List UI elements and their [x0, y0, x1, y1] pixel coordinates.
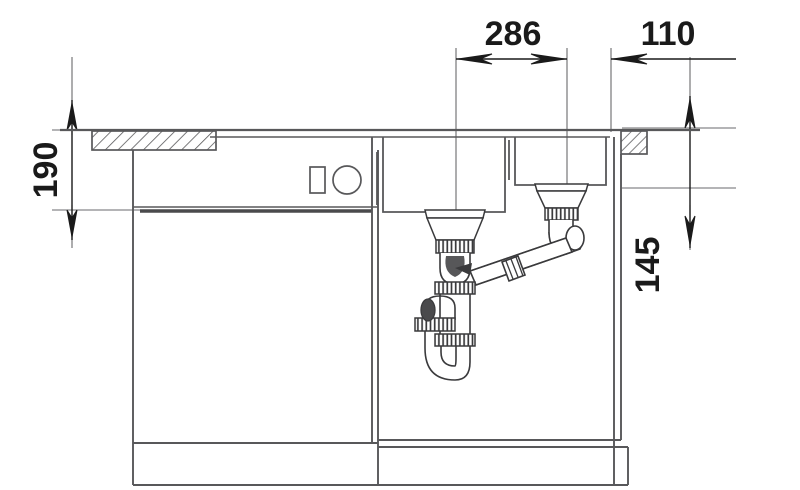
dimension-label-286: 286 [485, 15, 542, 53]
dimension-label-190: 190 [27, 142, 65, 199]
worktop-hatched-section [91, 130, 217, 151]
u-bend-trap [414, 295, 471, 381]
worktop-assembly [60, 128, 700, 155]
dimension-110 [611, 53, 736, 65]
pipe-coupling-collar [500, 254, 527, 283]
dimension-286 [456, 53, 567, 65]
dimension-label-110: 110 [641, 15, 696, 53]
downpipe-collar-lower [434, 333, 476, 347]
main-sink-bowl [376, 137, 506, 213]
dimension-145 [684, 96, 696, 248]
dimension-lines [66, 53, 736, 248]
downpipe-collar-upper [434, 281, 476, 295]
main-bowl-waste-strainer [424, 209, 486, 285]
small-sink-bowl [508, 137, 607, 186]
hatched-corner-block [620, 130, 648, 155]
control-button-rect [309, 166, 326, 194]
bowl-to-bowl-connector-pipe [455, 225, 585, 286]
dimension-190 [66, 100, 78, 240]
appliance-control-panel [309, 165, 362, 195]
left-cabinet-carcass [132, 137, 379, 486]
dimension-label-145: 145 [629, 237, 667, 294]
right-cabinet-carcass [378, 137, 629, 486]
control-knob-circle [332, 165, 362, 195]
trap-cleanout-cap [414, 317, 456, 332]
